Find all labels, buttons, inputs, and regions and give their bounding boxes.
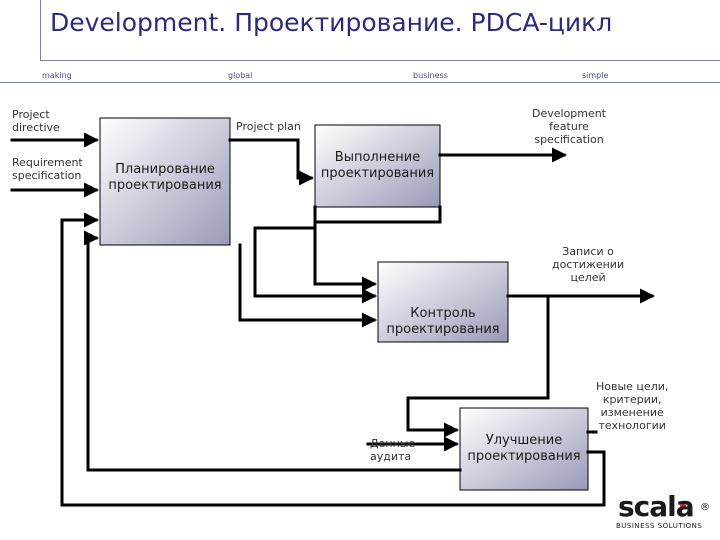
arrow-plan-to-do xyxy=(228,138,314,186)
label-project-directive: Project directive xyxy=(12,108,60,134)
act-box-label: Улучшение проектирования xyxy=(467,433,581,464)
plan-box-label: Планирование проектирования xyxy=(108,162,222,193)
label-audit-data: Данные аудита xyxy=(370,437,416,463)
plan-box xyxy=(99,117,231,246)
do-box xyxy=(314,124,441,208)
header-divider xyxy=(0,82,720,83)
check-box-label: Контроль проектирования xyxy=(386,306,500,337)
arrow-act-to-plan-outer xyxy=(60,212,606,507)
check-box xyxy=(377,261,509,343)
tagline-business: business xyxy=(413,71,448,80)
act-box xyxy=(459,407,589,491)
logo-subtitle: BUSINESS SOLUTIONS xyxy=(616,522,703,530)
tagline-making: making xyxy=(42,71,72,80)
label-project-plan: Project plan xyxy=(236,120,301,133)
page-title: Development. Проектирование. PDCA-цикл xyxy=(50,8,613,37)
arrow-plan-to-check xyxy=(238,243,377,328)
scala-logo: scala xyxy=(618,490,695,523)
arrow-records-to-check xyxy=(313,205,442,292)
tagline-global: global xyxy=(228,71,253,80)
arrow-check-to-act xyxy=(406,294,550,438)
label-requirement-specification: Requirement specification xyxy=(12,156,83,182)
title-frame xyxy=(40,0,720,61)
logo-dot xyxy=(680,503,686,509)
do-box-label: Выполнение проектирования xyxy=(320,150,435,181)
header: Development. Проектирование. PDCA-цикл m… xyxy=(0,0,720,83)
logo-registered-mark: ® xyxy=(700,502,710,513)
tagline-simple: simple xyxy=(582,71,609,80)
label-achievement-records: Записи о достижении целей xyxy=(552,245,625,284)
label-development-feature-specification: Development feature specification xyxy=(532,107,607,146)
label-new-goals: Новые цели, критерии, изменение технолог… xyxy=(596,380,669,432)
arrow-act-to-plan-inner xyxy=(84,230,462,472)
